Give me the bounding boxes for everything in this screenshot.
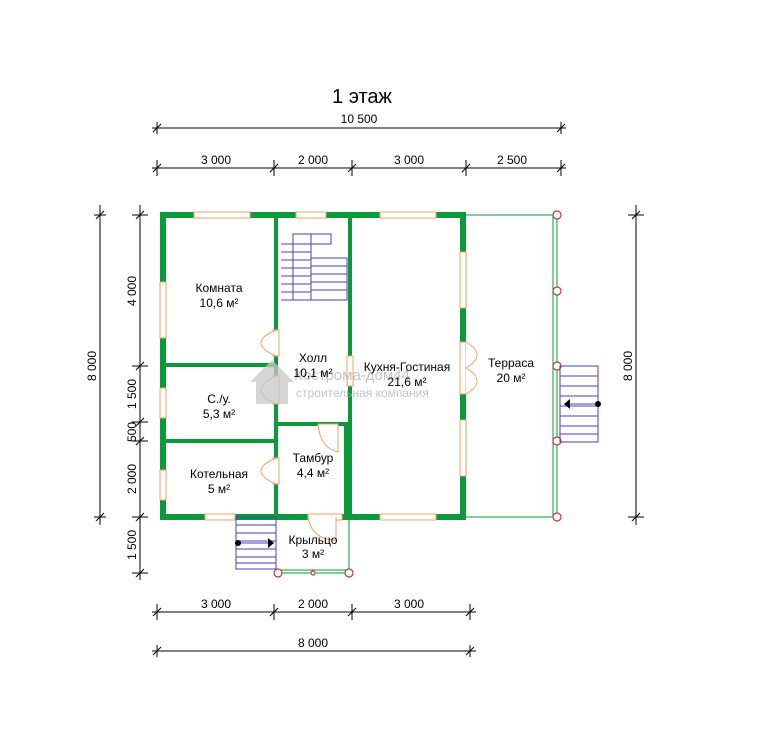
left-seg-1: 4 000 [125,276,139,306]
room-bathroom-area: 5,3 м² [203,407,235,421]
bottom-seg-3: 3 000 [394,597,424,611]
post-marker [310,570,316,576]
door-swing [307,516,337,541]
left-seg-4: 2 000 [125,464,139,494]
door-opening [346,355,354,387]
top-seg-3: 3 000 [394,153,424,167]
left-seg-2: 1 500 [125,379,139,409]
house-logo-icon [250,360,294,404]
room-kitchen-area: 21,6 м² [388,375,427,389]
window [159,387,167,419]
room-porch-area: 3 м² [302,547,324,561]
room-terrace-area: 20 м² [497,371,526,385]
left-seg-3: 500 [125,422,139,442]
terrace-steps [559,365,601,443]
bottom-dimensions: 3 000 2 000 3 000 8 000 [152,597,476,657]
room-komnata-area: 10,6 м² [200,296,239,310]
terrace-outline [466,210,562,522]
window [159,469,167,501]
post-marker [552,512,562,522]
porch-outline [273,517,354,578]
room-tambur-name: Тамбур [293,451,334,465]
room-kitchen-name: Кухня-Гостиная [364,360,450,374]
right-dimensions: 8 000 [621,205,644,525]
top-dimensions: 10 500 3 000 2 000 3 000 2 500 [152,112,566,176]
windows [159,211,467,521]
door-swing [317,423,339,453]
room-porch-name: Крыльцо [289,533,338,547]
post-marker [273,568,283,578]
watermark-line1: Кострома-дом44 [294,367,410,384]
door-swing [260,457,277,485]
window [159,281,167,339]
room-boiler-area: 5 м² [208,482,230,496]
window [459,419,467,477]
window [379,211,437,219]
room-labels: Комната 10,6 м² Холл 10,1 м² Кухня-Гости… [190,281,534,561]
top-seg-2: 2 000 [298,153,328,167]
window [204,513,236,521]
room-hall-name: Холл [299,351,327,365]
bottom-seg-1: 3 000 [201,597,231,611]
room-terrace-name: Терраса [488,356,534,370]
left-total-label: 8 000 [85,351,99,381]
top-seg-1: 3 000 [201,153,231,167]
room-hall-area: 10,1 м² [294,366,333,380]
watermark-line2: строительная компания [296,386,429,400]
watermark: Кострома-дом44 строительная компания [250,360,429,404]
left-seg-5: 1 500 [125,530,139,560]
interior-staircase [281,233,348,301]
top-seg-4: 2 500 [497,153,527,167]
window [459,251,467,309]
right-total-label: 8 000 [621,351,635,381]
door-swing [260,329,277,357]
bottom-seg-2: 2 000 [298,597,328,611]
room-tambur-area: 4,4 м² [297,466,329,480]
post-marker [552,436,562,446]
plan-title: 1 этаж [332,86,393,108]
window [379,513,437,521]
post-marker [344,568,354,578]
post-marker [552,210,562,220]
window [193,211,251,219]
room-bathroom-name: С./у. [207,392,230,406]
window [295,211,327,219]
room-komnata-name: Комната [196,281,243,295]
room-boiler-name: Котельная [190,467,248,481]
post-marker [552,286,562,296]
top-total-label: 10 500 [341,112,378,126]
bottom-total-label: 8 000 [298,636,328,650]
left-dimensions: 8 000 4 000 1 500 500 2 000 1 500 [85,205,148,580]
door-swing [465,341,478,395]
porch-steps [235,516,277,570]
